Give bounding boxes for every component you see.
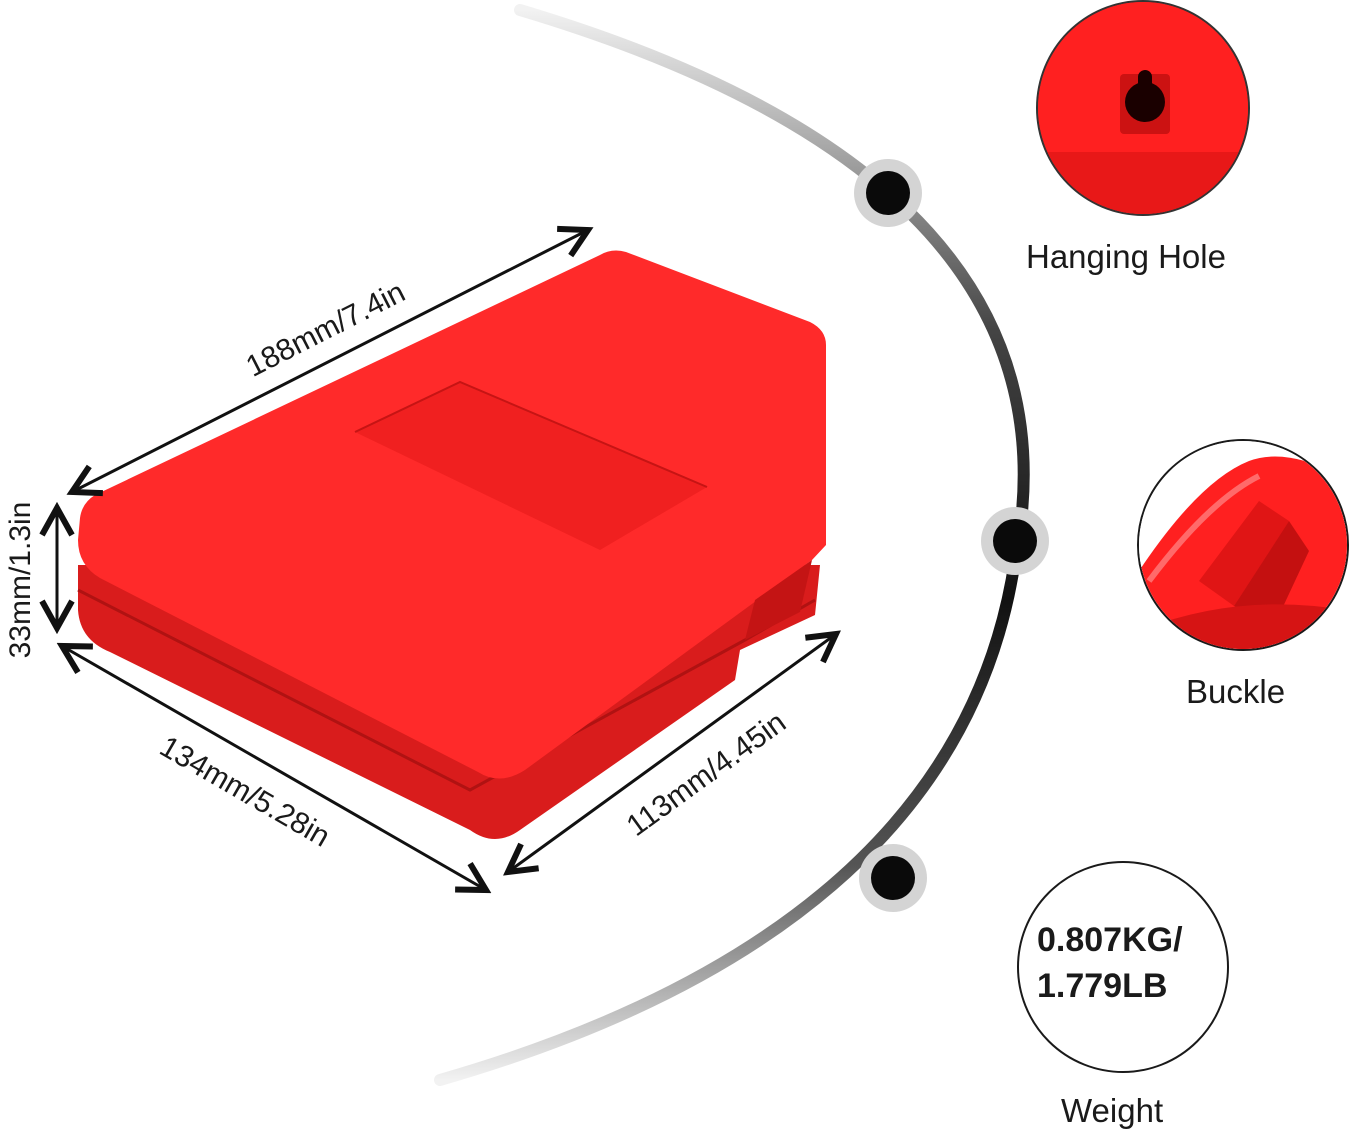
hanging-hole-icon bbox=[1038, 2, 1248, 214]
height-label: 33mm/1.3in bbox=[4, 502, 37, 659]
weight-value-lb: 1.779LB bbox=[1037, 967, 1168, 1005]
weight-label: Weight bbox=[1061, 1092, 1164, 1129]
arc-dot-bottom bbox=[859, 844, 927, 912]
hanging-hole-label: Hanging Hole bbox=[1026, 238, 1226, 275]
width-arrow bbox=[62, 646, 486, 890]
arc-dot-middle bbox=[981, 507, 1049, 575]
length-arrow bbox=[72, 230, 588, 492]
weight-value-kg: 0.807KG/ bbox=[1037, 921, 1183, 959]
hanging-hole-detail bbox=[1036, 0, 1250, 216]
buckle-label: Buckle bbox=[1186, 673, 1286, 710]
buckle-icon bbox=[1139, 441, 1347, 649]
depth-arrow bbox=[508, 634, 836, 872]
weight-detail: 0.807KG/ 1.779LB bbox=[1017, 861, 1229, 1073]
buckle-detail bbox=[1137, 439, 1349, 651]
arc-dot-top bbox=[854, 159, 922, 227]
